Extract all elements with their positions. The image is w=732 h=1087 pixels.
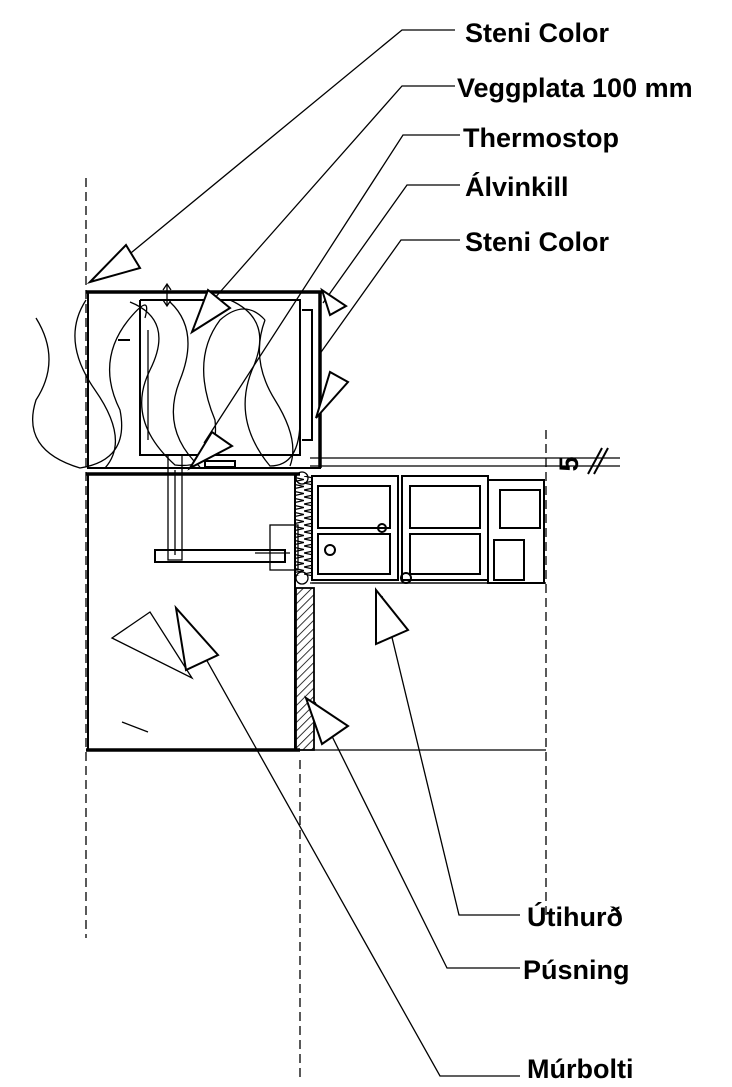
label-thermostop: Thermostop [463,123,619,153]
direction-symbol [162,282,172,308]
label-pusning: Púsning [523,955,630,985]
inner-sheet [139,299,301,456]
wall-stroke-mark [121,721,149,733]
masonry-wall [87,473,296,751]
door-frame-profile [311,475,546,584]
sealant-zigzag [294,476,312,576]
plaster-hatch [295,587,315,751]
dimension-label: 5 [554,456,584,471]
wall-triangle-mark [110,611,194,680]
dimension-mark: 5 [554,447,609,475]
label-utihurd: Útihurð [527,901,623,932]
backer-rods [295,471,309,585]
leader-lines [125,29,520,1077]
angle-profile [302,309,313,441]
label-steni-color-top: Steni Color [465,18,609,48]
label-alvinkill: Álvinkill [465,171,569,202]
insulation-loops [32,299,301,469]
thermostop-strip [204,460,236,468]
label-steni-color-side: Steni Color [465,227,609,257]
label-murbolti: Múrbolti [527,1054,633,1084]
anchor-bolt [154,454,299,571]
arrowheads [86,243,410,746]
label-veggplata: Veggplata 100 mm [457,73,693,103]
